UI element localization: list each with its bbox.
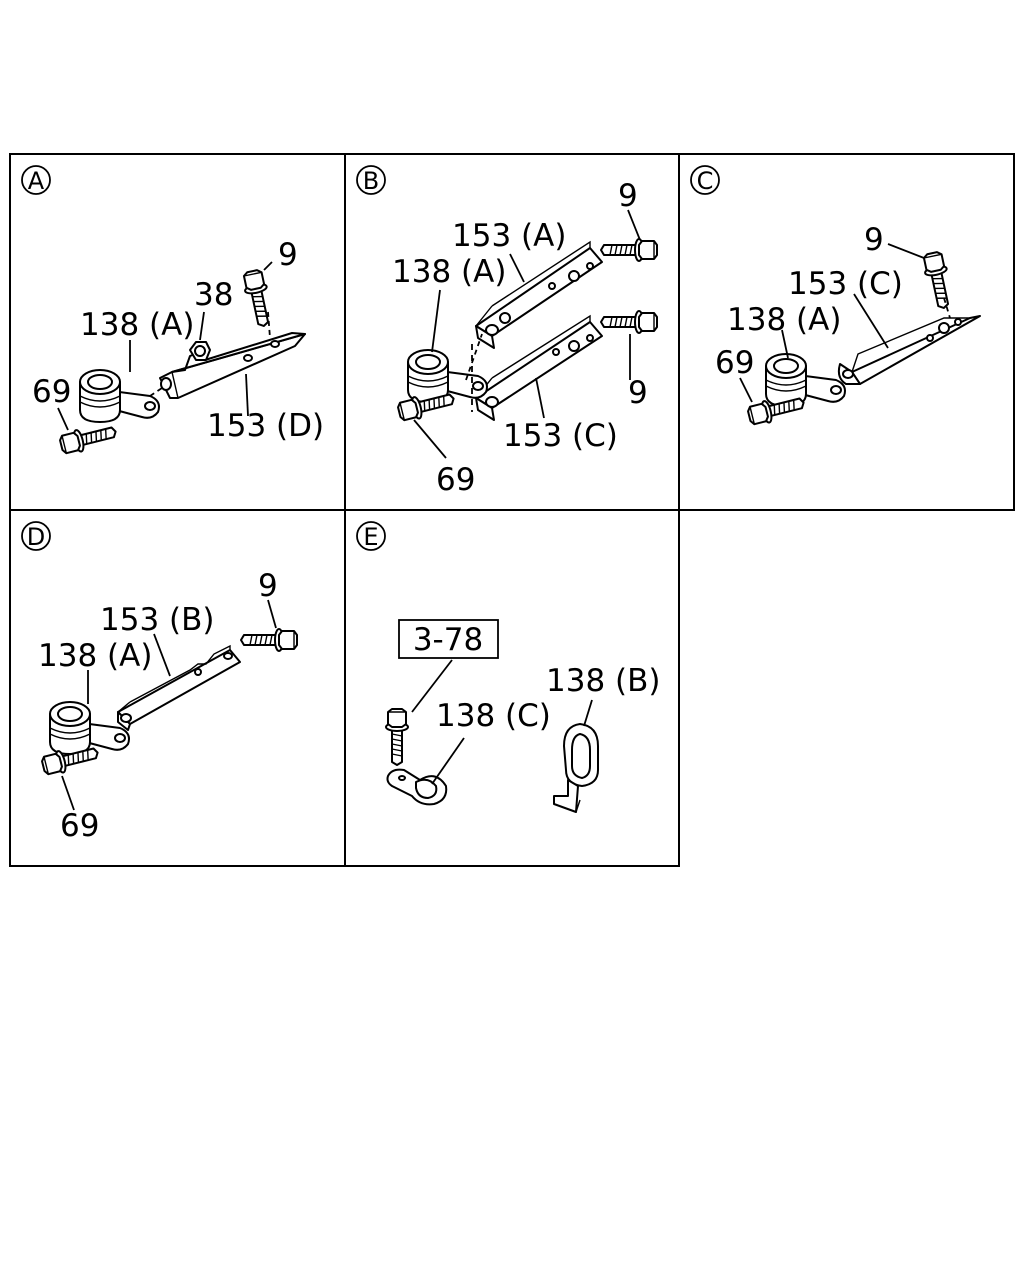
callout-b-9-upper: 9 xyxy=(618,178,638,214)
panel-c-letter: C xyxy=(697,167,714,195)
callout-c-9: 9 xyxy=(864,222,884,258)
panel-e: E 3-78 138 (C) 138 (B) xyxy=(356,521,660,813)
callout-e-138b: 138 (B) xyxy=(546,663,660,699)
panel-b-letter: B xyxy=(363,167,379,195)
clamp-138a xyxy=(79,369,160,423)
panel-d-marker xyxy=(21,521,51,551)
bolt-9 xyxy=(920,249,956,312)
callout-a-138a: 138 (A) xyxy=(80,307,194,343)
panel-c: C 9 153 (C) 138 (A) 69 xyxy=(690,165,981,428)
panel-e-letter: E xyxy=(363,523,378,551)
panel-e-frame xyxy=(344,509,680,867)
bolt-9-upper xyxy=(600,238,658,262)
bolt-3-78 xyxy=(385,708,409,766)
callout-b-138a: 138 (A) xyxy=(392,254,506,290)
callout-e-3-78: 3-78 xyxy=(413,622,483,658)
clamp-138a xyxy=(765,353,846,407)
callout-c-153c: 153 (C) xyxy=(788,266,903,302)
callout-a-9: 9 xyxy=(278,237,298,273)
callout-b-153c: 153 (C) xyxy=(503,418,618,454)
callout-b-153a: 153 (A) xyxy=(452,218,566,254)
clip-138c xyxy=(386,768,448,806)
callout-c-138a: 138 (A) xyxy=(727,302,841,338)
callout-e-138c: 138 (C) xyxy=(436,698,551,734)
callout-c-69: 69 xyxy=(715,345,754,381)
panel-c-marker xyxy=(690,165,720,195)
callout-a-38: 38 xyxy=(194,277,233,313)
callout-d-69: 69 xyxy=(60,808,99,844)
callout-d-153b: 153 (B) xyxy=(100,602,214,638)
callout-b-9-lower: 9 xyxy=(628,375,648,411)
bolt-9 xyxy=(240,628,298,652)
bolt-9-lower xyxy=(600,310,658,334)
panel-a-letter: A xyxy=(28,167,45,195)
callout-d-138a: 138 (A) xyxy=(38,638,152,674)
bracket-153d xyxy=(159,333,306,399)
clamp-138a xyxy=(49,701,130,755)
nut-38 xyxy=(189,341,211,361)
callout-d-9: 9 xyxy=(258,568,278,604)
bracket-153c xyxy=(851,315,981,385)
panel-frames xyxy=(9,153,1015,867)
panel-b: B 9 15 xyxy=(356,165,658,498)
panel-b-marker xyxy=(356,165,386,195)
panel-a: A 9 38 138 (A) 69 153 (D) xyxy=(21,165,324,457)
bolt-9 xyxy=(240,267,276,330)
callout-a-153d: 153 (D) xyxy=(207,408,324,444)
callout-a-69: 69 xyxy=(32,374,71,410)
bolt-69 xyxy=(57,419,120,457)
panel-c-frame xyxy=(678,153,1015,511)
panel-d: D 9 153 (B) 138 (A) 69 xyxy=(21,521,298,844)
callout-b-69: 69 xyxy=(436,462,475,498)
panel-d-letter: D xyxy=(27,523,45,551)
panel-a-marker xyxy=(21,165,51,195)
panel-e-marker xyxy=(356,521,386,551)
reference-box-3-78 xyxy=(398,619,499,659)
clip-138b xyxy=(553,723,599,813)
